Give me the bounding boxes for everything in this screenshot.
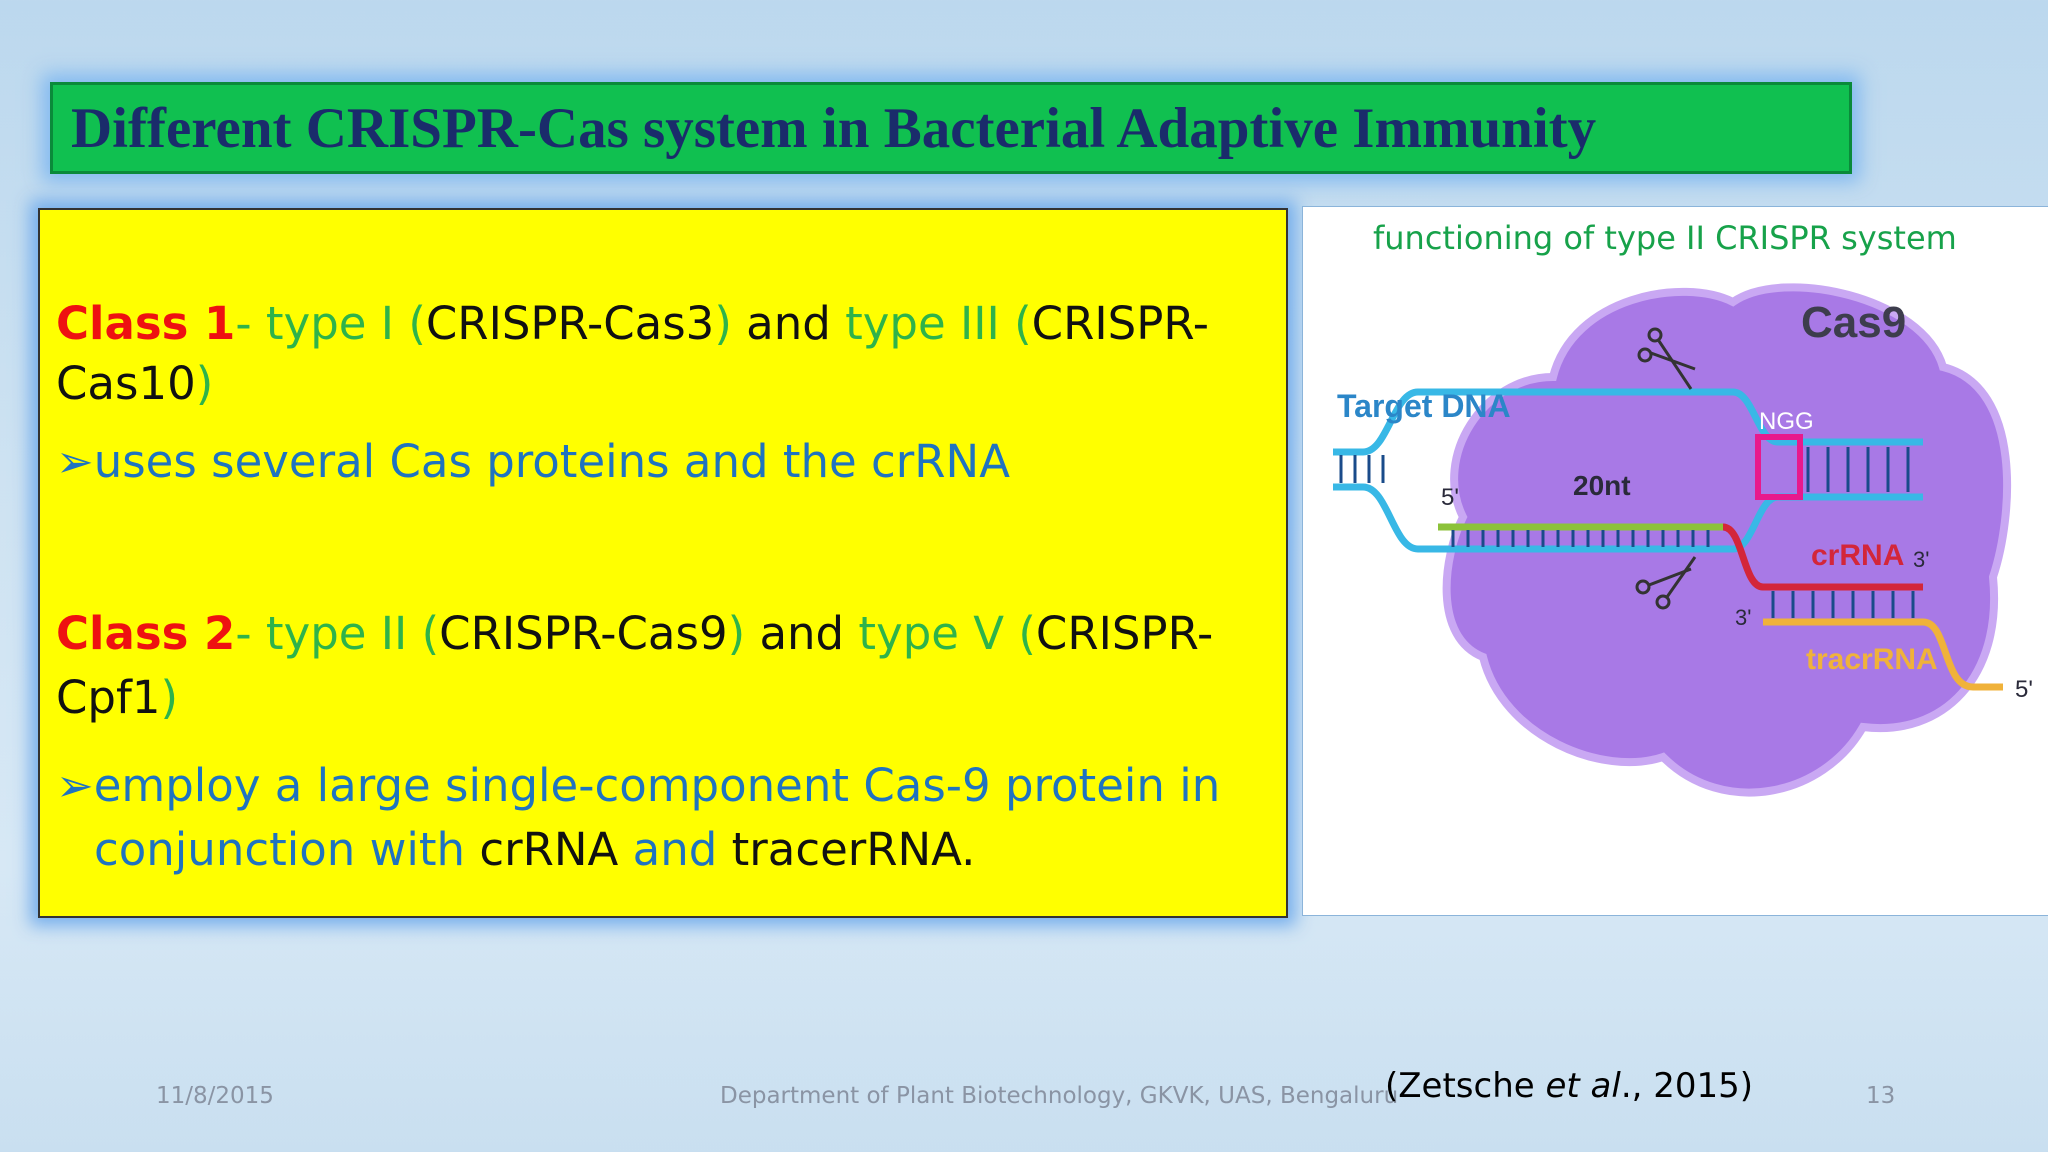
citation: (Zetsche et al., 2015) bbox=[1385, 1066, 1754, 1106]
crrna-tracr-base-pairs bbox=[1771, 591, 1915, 618]
tracrrna-label: tracrRNA bbox=[1806, 643, 1938, 676]
class2-bullet: ➢employ a large single-component Cas-9 p… bbox=[56, 759, 1221, 812]
target-dna-bottom-strand bbox=[1333, 483, 1923, 553]
class2-bullet-cont: conjunction with crRNA and tracerRNA. bbox=[94, 823, 976, 876]
class2-label: Class 2 bbox=[56, 607, 236, 660]
crrna-label: crRNA bbox=[1811, 539, 1904, 572]
three-prime-label: 3' bbox=[1913, 547, 1929, 572]
cas9-label: Cas9 bbox=[1801, 298, 1906, 347]
spacer-base-pairs bbox=[1451, 530, 1710, 547]
class1-label: Class 1 bbox=[56, 297, 236, 350]
target-dna-top-strand bbox=[1333, 388, 1923, 456]
pam-segment bbox=[1755, 434, 1803, 500]
class1-type-b: type III ( bbox=[845, 297, 1032, 350]
arrow-bullet-icon: ➢ bbox=[56, 435, 94, 488]
pam-label: NGG bbox=[1759, 408, 1814, 435]
class1-heading: Class 1- type I (CRISPR-Cas3) and type I… bbox=[56, 297, 1210, 350]
cas9-protein-shape bbox=[1442, 283, 2012, 797]
tracrrna-strand bbox=[1763, 618, 2003, 691]
three-prime-label: 3' bbox=[1735, 605, 1751, 630]
crispr-figure-panel: functioning of type II CRISPR system bbox=[1302, 206, 2048, 916]
footer-department: Department of Plant Biotechnology, GKVK,… bbox=[720, 1083, 1399, 1109]
page-number: 13 bbox=[1866, 1083, 1896, 1109]
slide-title: Different CRISPR-Cas system in Bacterial… bbox=[71, 96, 1597, 160]
class2-heading-cont: Cpf1) bbox=[56, 671, 179, 724]
class1-bullet: ➢uses several Cas proteins and the crRNA bbox=[56, 435, 1010, 488]
five-prime-label: 5' bbox=[1441, 484, 1459, 511]
class2-type-b: type V ( bbox=[858, 607, 1036, 660]
figure-caption: functioning of type II CRISPR system bbox=[1373, 219, 1957, 257]
scissors-icon bbox=[1635, 556, 1697, 610]
arrow-bullet-icon: ➢ bbox=[56, 759, 94, 812]
footer-date: 11/8/2015 bbox=[156, 1083, 274, 1109]
class-description-box: Class 1- type I (CRISPR-Cas3) and type I… bbox=[38, 208, 1288, 918]
title-bar: Different CRISPR-Cas system in Bacterial… bbox=[50, 82, 1852, 174]
class2-heading: Class 2- type II (CRISPR-Cas9) and type … bbox=[56, 607, 1214, 660]
crrna-strand bbox=[1722, 523, 1923, 591]
cas9-diagram: Cas9 Target DNA NGG 20nt crRNA tracrRNA … bbox=[1333, 283, 2033, 797]
five-prime-label: 5' bbox=[2015, 676, 2033, 703]
left-base-pairs bbox=[1339, 455, 1385, 483]
class1-type-a: type I ( bbox=[265, 297, 426, 350]
scissors-icon bbox=[1637, 327, 1696, 390]
class1-heading-cont: Cas10) bbox=[56, 357, 214, 410]
right-base-pairs bbox=[1806, 447, 1910, 492]
class2-type-a: type II ( bbox=[265, 607, 440, 660]
target-dna-label: Target DNA bbox=[1337, 388, 1511, 424]
spacer-length-label: 20nt bbox=[1573, 470, 1631, 501]
